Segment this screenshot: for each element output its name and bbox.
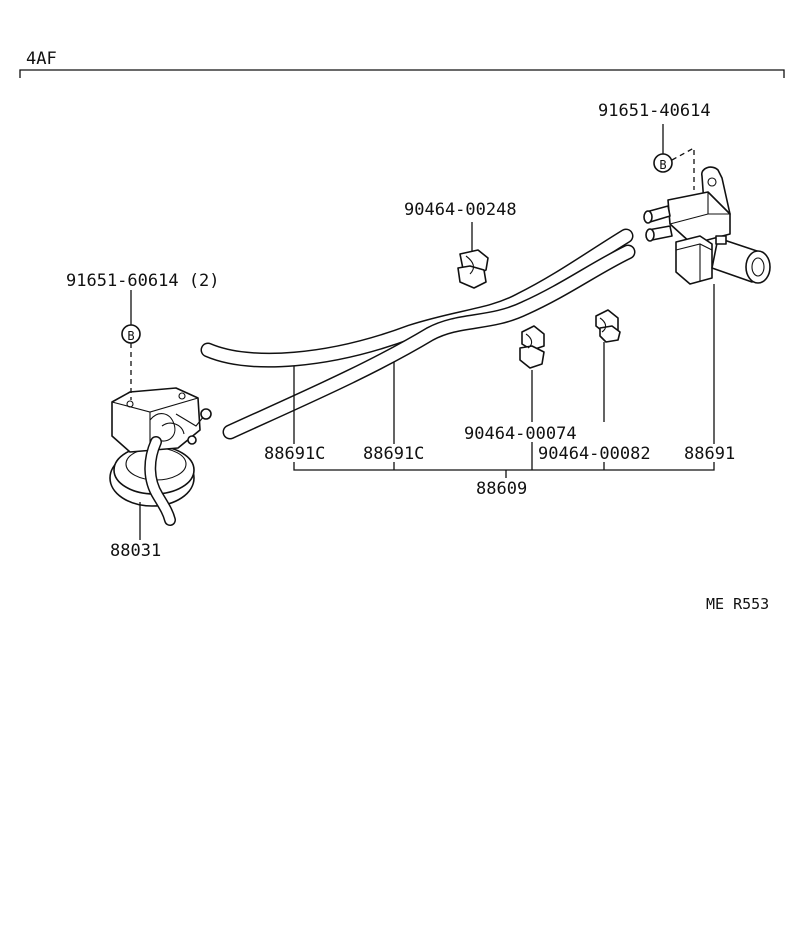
label-91651-60614: 91651-60614 (2) [66, 271, 220, 291]
label-88031: 88031 [110, 541, 161, 561]
label-90464-00074: 90464-00074 [464, 424, 577, 444]
label-88691: 88691 [684, 444, 735, 464]
label-88691c-b: 88691C [363, 444, 424, 464]
hose-clip-icon [457, 249, 621, 369]
label-88609: 88609 [476, 479, 527, 499]
vacuum-actuator-icon [109, 387, 212, 526]
bolt-marker-left: B [121, 324, 141, 344]
header-rule [19, 69, 785, 78]
reference-code: ME R553 [706, 595, 769, 613]
model-code: 4AF [26, 49, 57, 69]
vacuum-hose-icon [200, 228, 636, 440]
svg-text:B: B [659, 158, 666, 172]
label-88691c-a: 88691C [264, 444, 325, 464]
svg-text:B: B [127, 329, 134, 343]
vsv-valve-icon [643, 166, 771, 285]
label-90464-00248: 90464-00248 [404, 200, 517, 220]
label-90464-00082: 90464-00082 [538, 444, 651, 464]
leader-lines [130, 124, 715, 540]
bolt-marker-right: B [653, 153, 673, 173]
label-91651-40614: 91651-40614 [598, 101, 711, 121]
